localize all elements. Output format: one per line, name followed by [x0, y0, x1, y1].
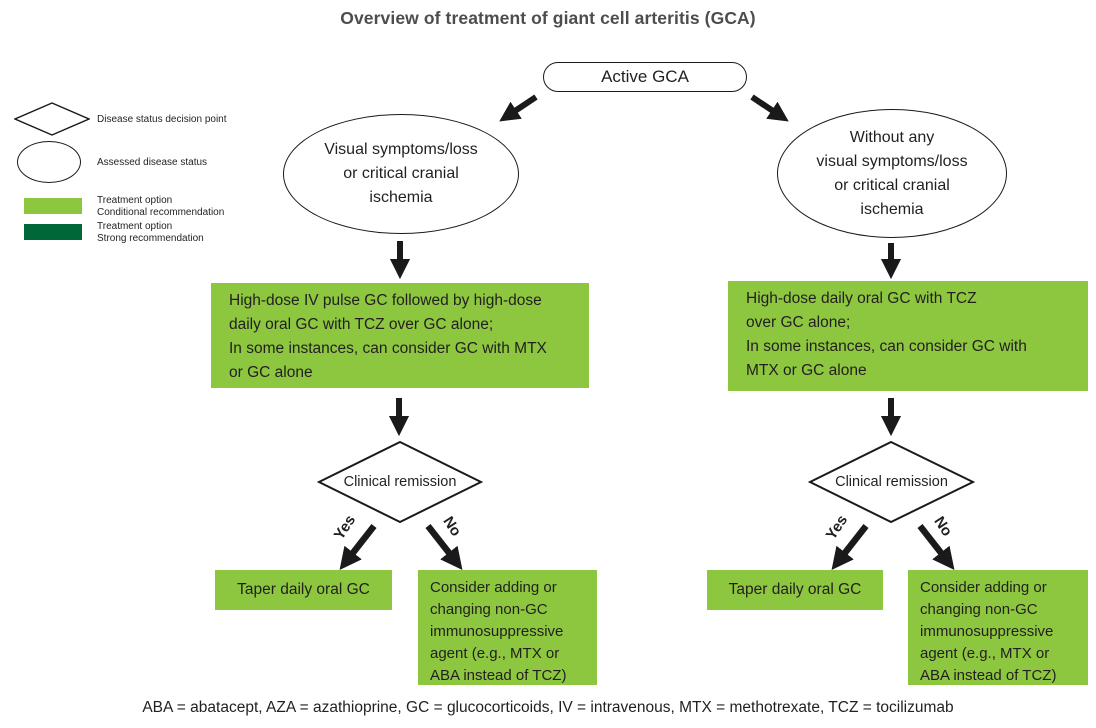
node-consider-right: Consider adding or changing non-GC immun… [908, 570, 1088, 685]
node-treatment-left: High-dose IV pulse GC followed by high-d… [211, 283, 589, 388]
node-status-right: Without any visual symptoms/loss or crit… [777, 109, 1007, 238]
node-taper-left: Taper daily oral GC [215, 570, 392, 610]
strong-swatch [24, 224, 82, 240]
abbreviations-footnote: ABA = abatacept, AZA = azathioprine, GC … [142, 699, 954, 716]
node-decision-right: Clinical remission [808, 441, 975, 523]
legend-item-assessed-label: Assessed disease status [97, 157, 208, 168]
node-active-gca-label: Active GCA [601, 67, 689, 86]
diamond-shape [317, 441, 483, 523]
arrow-root-to-left [499, 94, 538, 122]
figure-title: Overview of treatment of giant cell arte… [340, 8, 756, 28]
conditional-swatch [24, 198, 82, 214]
legend-item-strong-label: Treatment option Strong recommendation [97, 221, 204, 244]
node-status-left: Visual symptoms/loss or critical cranial… [283, 114, 519, 234]
diamond-shape [808, 441, 975, 523]
node-decision-left-label: Clinical remission [343, 474, 457, 490]
node-treatment-right: High-dose daily oral GC with TCZ over GC… [728, 281, 1088, 391]
status-ellipse-icon [17, 141, 81, 183]
legend-item-decision-label: Disease status decision point [97, 114, 227, 125]
arrow-root-to-right [750, 94, 789, 122]
node-taper-right: Taper daily oral GC [707, 570, 883, 610]
decision-diamond-icon [14, 102, 90, 136]
node-decision-right-label: Clinical remission [835, 474, 948, 490]
legend-item-conditional-label: Treatment option Conditional recommendat… [97, 195, 225, 218]
node-consider-left: Consider adding or changing non-GC immun… [418, 570, 597, 685]
node-active-gca: Active GCA [543, 62, 747, 92]
node-decision-left: Clinical remission [317, 441, 483, 523]
